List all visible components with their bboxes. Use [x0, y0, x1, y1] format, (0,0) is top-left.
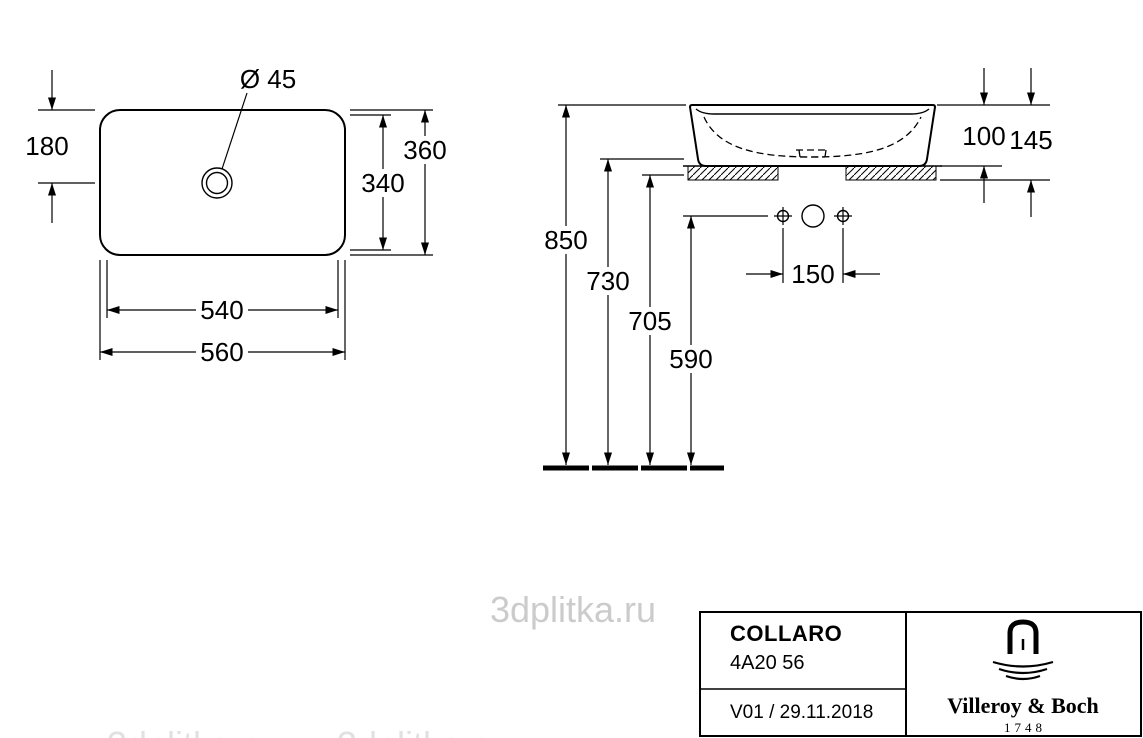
watermark-bottom-left: 3dplitka.ru — [107, 724, 273, 738]
drain-connection-center — [801, 204, 825, 228]
connection-holes — [774, 204, 852, 228]
brand-logo: Villeroy & Boch 1748 — [947, 619, 1099, 735]
dim-590: 590 — [665, 215, 768, 465]
dim-label-bg — [357, 169, 409, 197]
dim-label-bg — [624, 307, 676, 335]
basin-rim-line — [695, 108, 930, 115]
brand-year: 1748 — [1004, 720, 1046, 735]
dim-label-bg — [196, 296, 248, 324]
dim-145: 145 — [940, 68, 1053, 217]
dim-705: 705 — [624, 174, 684, 465]
top-view: Ø 45 180 540 560 — [25, 64, 451, 367]
dim-label-705: 705 — [628, 306, 671, 336]
dim-560: 560 — [99, 260, 346, 367]
dim-730: 730 — [582, 158, 684, 465]
drain-detail-dashed — [796, 149, 829, 158]
tap-icon — [1007, 619, 1039, 654]
product-name: COLLARO — [730, 621, 842, 646]
title-block: COLLARO 4A20 56 V01 / 29.11.2018 Villero… — [699, 611, 1142, 737]
dim-label-850: 850 — [544, 225, 587, 255]
dim-label-560: 560 — [200, 337, 243, 367]
dim-150: 150 — [746, 228, 880, 289]
dim-label-bg — [582, 267, 634, 295]
dim-180: 180 — [25, 70, 95, 223]
dim-label-145: 145 — [1009, 125, 1052, 155]
dim-label-bg — [540, 226, 592, 254]
dim-label-340: 340 — [361, 168, 404, 198]
title-block-border — [699, 611, 1142, 737]
drain-leader-line — [221, 92, 248, 170]
dim-label-590: 590 — [669, 344, 712, 374]
dim-850: 850 — [540, 104, 686, 465]
countertop-hatch-left — [687, 165, 779, 181]
dim-label-180: 180 — [25, 131, 68, 161]
watermark: 3dplitka.ru — [490, 589, 656, 630]
dim-540: 540 — [106, 260, 339, 325]
connection-hole-right-crosshair — [834, 207, 852, 225]
dim-label-bg — [399, 136, 451, 164]
basin-outline-top-view — [99, 109, 346, 256]
version-date: V01 / 29.11.2018 — [730, 702, 873, 723]
dim-340: 340 — [350, 114, 409, 251]
countertop-hatch-right — [845, 165, 937, 181]
drain-diameter-label: Ø 45 — [240, 64, 296, 94]
brand-wordmark: Villeroy & Boch — [947, 693, 1099, 718]
dim-label-100: 100 — [962, 121, 1005, 151]
dim-label-540: 540 — [200, 295, 243, 325]
article-number: 4A20 56 — [730, 652, 805, 674]
dim-360: 360 — [350, 109, 451, 256]
dim-label-730: 730 — [586, 266, 629, 296]
drain-hole-inner — [205, 171, 229, 195]
front-view: 150 850 730 705 590 — [540, 68, 1053, 471]
dim-label-bg — [196, 338, 248, 366]
drain-hole-outer — [201, 167, 233, 199]
dim-label-360: 360 — [403, 135, 446, 165]
connection-hole-left-crosshair — [774, 207, 792, 225]
dim-label-bg — [665, 345, 717, 373]
watermark-bottom-center: 3dplitka.ru — [337, 724, 503, 738]
water-waves-icon — [992, 660, 1054, 681]
dim-label-150: 150 — [791, 259, 834, 289]
